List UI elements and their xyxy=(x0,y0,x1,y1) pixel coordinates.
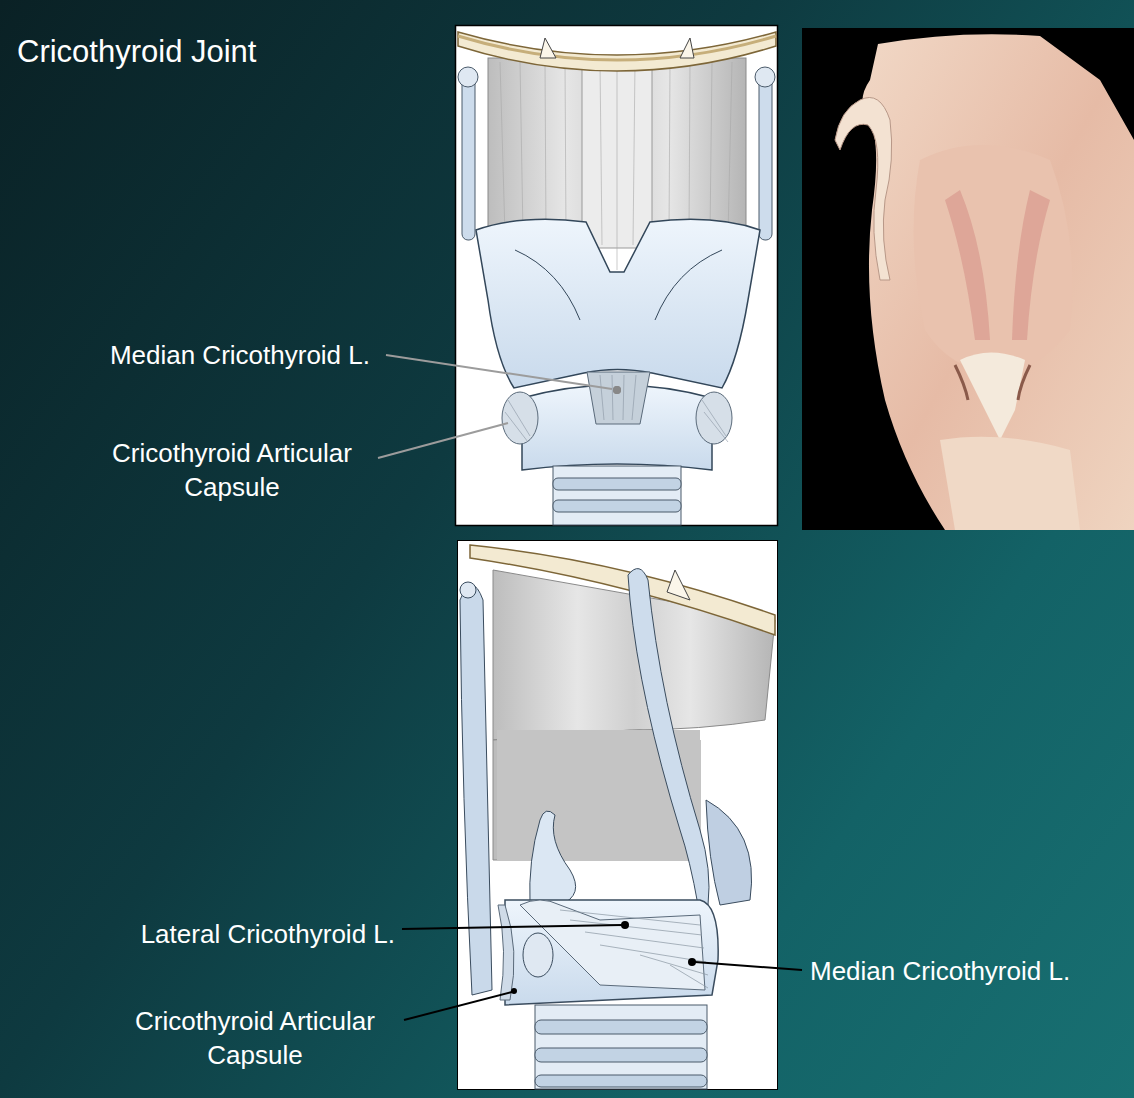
part-label: Cricothyroid Articular Capsule xyxy=(87,436,377,504)
lateral-view xyxy=(458,541,778,1090)
part-label: Cricothyroid Articular Capsule xyxy=(110,1004,400,1072)
part-label: Lateral Cricothyroid L. xyxy=(95,917,395,951)
part-label: Median Cricothyroid L. xyxy=(810,954,1122,988)
leader-lines xyxy=(378,355,802,1020)
anterior-view xyxy=(456,26,778,526)
slide-title: Cricothyroid Joint xyxy=(17,33,256,71)
part-label: Median Cricothyroid L. xyxy=(70,338,370,372)
specimen-photo xyxy=(802,28,1134,530)
